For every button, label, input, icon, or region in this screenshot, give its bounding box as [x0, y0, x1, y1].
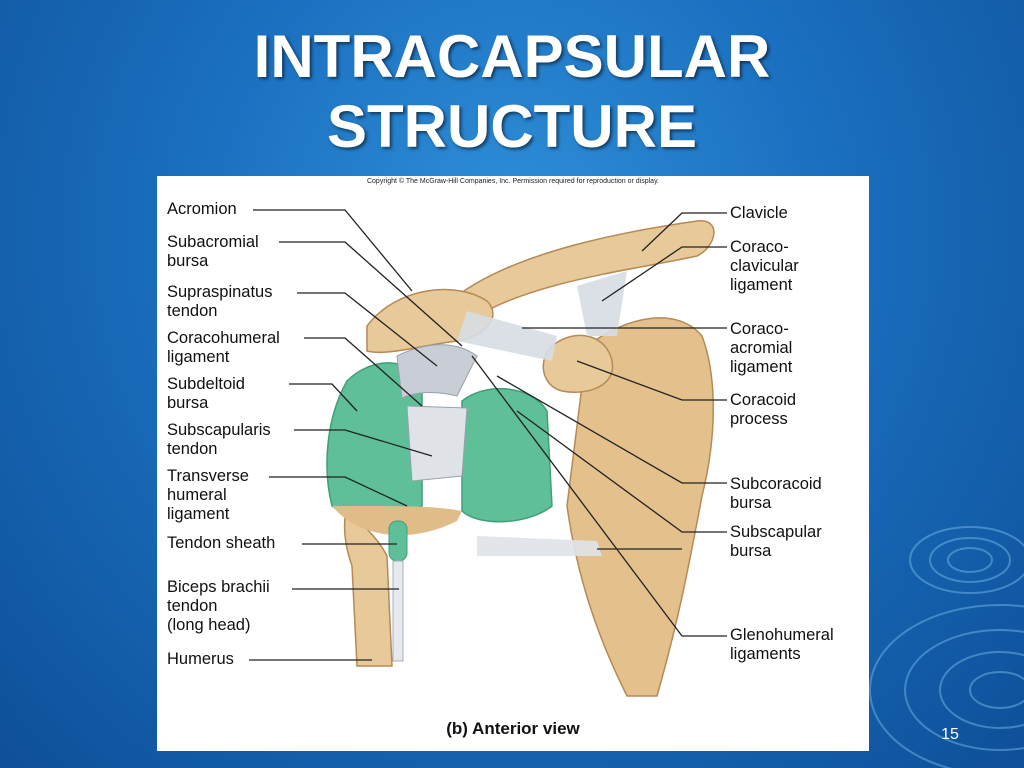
leader-subscapular — [516, 410, 727, 533]
leader-subacromial — [279, 241, 463, 347]
label-subscapular-bursa: Subscapular bursa — [730, 523, 822, 560]
label-coracoacromial-ligament: Coraco- acromial ligament — [730, 320, 793, 376]
label-coracohumeral-ligament: Coracohumeral ligament — [167, 329, 280, 366]
subscapular-bursa-shape — [461, 388, 553, 523]
label-subscapularis-tendon: Subscapularis tendon — [167, 421, 271, 458]
label-subcoracoid-bursa: Subcoracoid bursa — [730, 475, 822, 512]
label-subacromial-bursa: Subacromial bursa — [167, 233, 259, 270]
leader-coracoid — [576, 360, 727, 401]
label-subdeltoid-bursa: Subdeltoid bursa — [167, 375, 245, 412]
label-acromion: Acromion — [167, 200, 237, 218]
leader-acromion — [253, 209, 413, 292]
leader-coracoclavicular — [601, 246, 727, 302]
slide-number: 15 — [941, 726, 959, 743]
coracoid-shape — [542, 334, 614, 393]
leader-transverse — [269, 476, 408, 507]
leader-supraspinatus — [297, 292, 438, 367]
label-biceps-brachii-tendon: Biceps brachii tendon (long head) — [167, 578, 270, 634]
leader-glenohumeral — [471, 355, 727, 637]
leader-lines — [249, 209, 727, 661]
label-tendon-sheath: Tendon sheath — [167, 534, 276, 552]
coracoclavicular-ligament-shape — [577, 271, 627, 336]
label-clavicle: Clavicle — [730, 204, 788, 222]
leader-subcoracoid — [496, 375, 727, 484]
leader-coracohumeral — [304, 337, 423, 407]
supraspinatus-tendon-shape — [396, 344, 478, 399]
clavicle-shape — [455, 220, 715, 317]
label-supraspinatus-tendon: Supraspinatus tendon — [167, 283, 273, 320]
biceps-tendon-shape — [392, 560, 404, 662]
label-glenohumeral-ligaments: Glenohumeral ligaments — [730, 626, 834, 663]
subscapularis-tendon-shape — [406, 405, 468, 482]
label-humerus: Humerus — [167, 650, 234, 668]
copyright-notice: Copyright © The McGraw-Hill Companies, I… — [366, 178, 659, 185]
coracoacromial-ligament-shape — [457, 311, 557, 361]
scapula-shape — [566, 317, 714, 697]
label-transverse-humeral-ligament: Transverse humeral ligament — [167, 467, 249, 523]
ripple-decoration — [869, 526, 1024, 768]
figure-caption: (b) Anterior view — [446, 719, 580, 738]
leader-clavicle — [641, 212, 727, 252]
leader-subscapularis — [294, 429, 433, 457]
glenohumeral-ligament-shape — [477, 536, 602, 556]
leader-subdeltoid — [289, 383, 358, 412]
label-coracoclavicular-ligament: Coraco- clavicular ligament — [730, 238, 799, 294]
slide-title: INTRACAPSULAR STRUCTURE — [0, 22, 1024, 162]
shoulder-illustration — [249, 209, 727, 697]
slide-title-line2: STRUCTURE — [327, 93, 697, 160]
slide-title-line1: INTRACAPSULAR — [253, 23, 771, 90]
anatomy-figure: Copyright © The McGraw-Hill Companies, I… — [157, 176, 869, 751]
label-coracoid-process: Coracoid process — [730, 391, 797, 428]
tendon-sheath-shape — [388, 520, 408, 562]
